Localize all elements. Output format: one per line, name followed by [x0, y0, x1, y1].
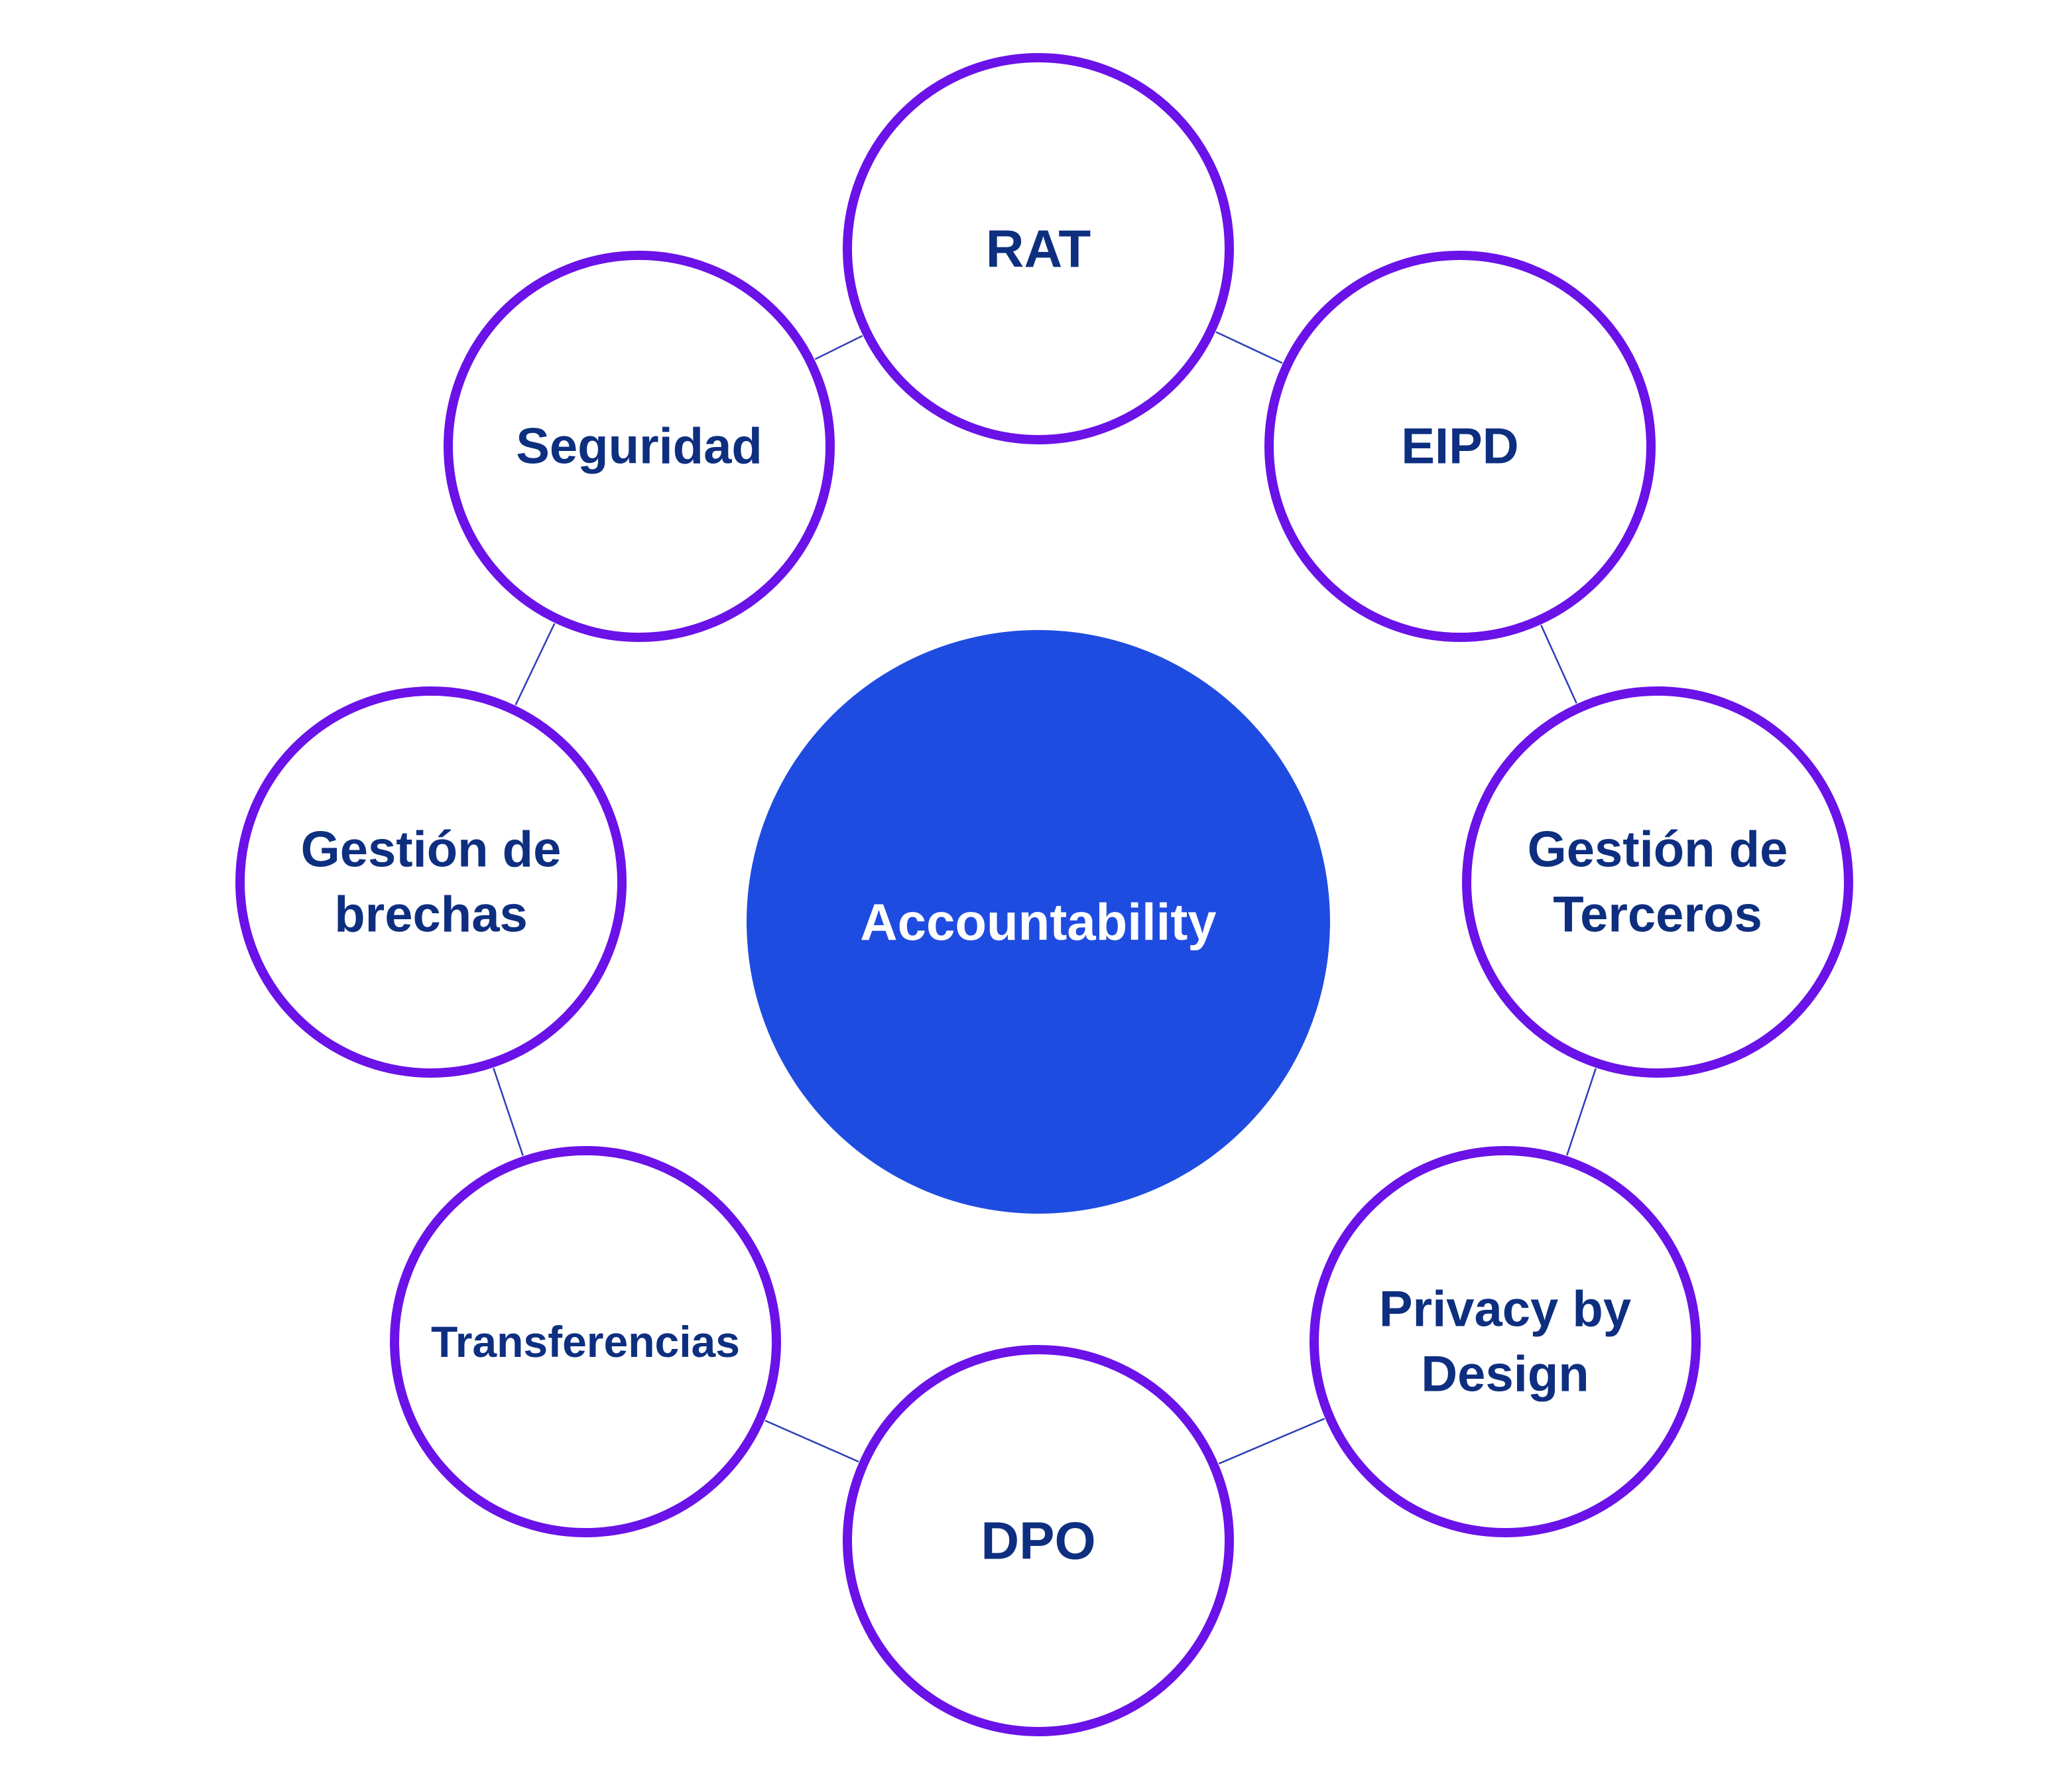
connector-line	[1566, 1068, 1597, 1156]
node-gestion-brechas: Gestión de brechas	[235, 686, 627, 1078]
node-circle	[1310, 1146, 1701, 1537]
node-circle	[843, 53, 1234, 444]
connector-line	[1215, 331, 1283, 364]
node-circle	[444, 251, 835, 642]
connector-line	[764, 1419, 859, 1463]
node-eipd: EIPD	[1264, 251, 1656, 642]
center-label: Accountability	[860, 893, 1216, 951]
connector-line	[814, 335, 863, 360]
node-rat: RAT	[843, 53, 1234, 444]
node-label: Design	[1421, 1346, 1589, 1403]
node-label: Terceros	[1553, 887, 1762, 943]
node-label: brechas	[334, 887, 528, 943]
node-label: Transferencias	[431, 1317, 740, 1366]
node-transferencias: Transferencias	[390, 1146, 781, 1537]
node-gestion-terceros: Gestión de Terceros	[1462, 686, 1853, 1078]
node-seguridad: Seguridad	[444, 251, 835, 642]
node-circle	[1264, 251, 1656, 642]
node-label: Privacy by	[1379, 1281, 1631, 1338]
node-circle	[235, 686, 627, 1078]
connector-line	[515, 623, 556, 706]
connector-ring	[493, 331, 1597, 1465]
node-circle	[843, 1345, 1234, 1736]
node-label: EIPD	[1401, 418, 1518, 475]
center-node: Accountability	[747, 630, 1330, 1214]
node-circle	[1462, 686, 1853, 1078]
node-dpo: DPO	[843, 1345, 1234, 1736]
node-label: RAT	[986, 220, 1091, 279]
node-label: Seguridad	[516, 418, 762, 475]
node-privacy-by-design: Privacy by Design	[1310, 1146, 1701, 1537]
node-circle	[390, 1146, 781, 1537]
connector-line	[1218, 1417, 1325, 1465]
node-label: Gestión de	[301, 822, 562, 878]
connector-line	[1540, 625, 1577, 704]
center-circle	[747, 630, 1330, 1214]
connector-line	[493, 1068, 524, 1156]
node-label: Gestión de	[1528, 822, 1788, 878]
node-label: DPO	[981, 1511, 1095, 1570]
